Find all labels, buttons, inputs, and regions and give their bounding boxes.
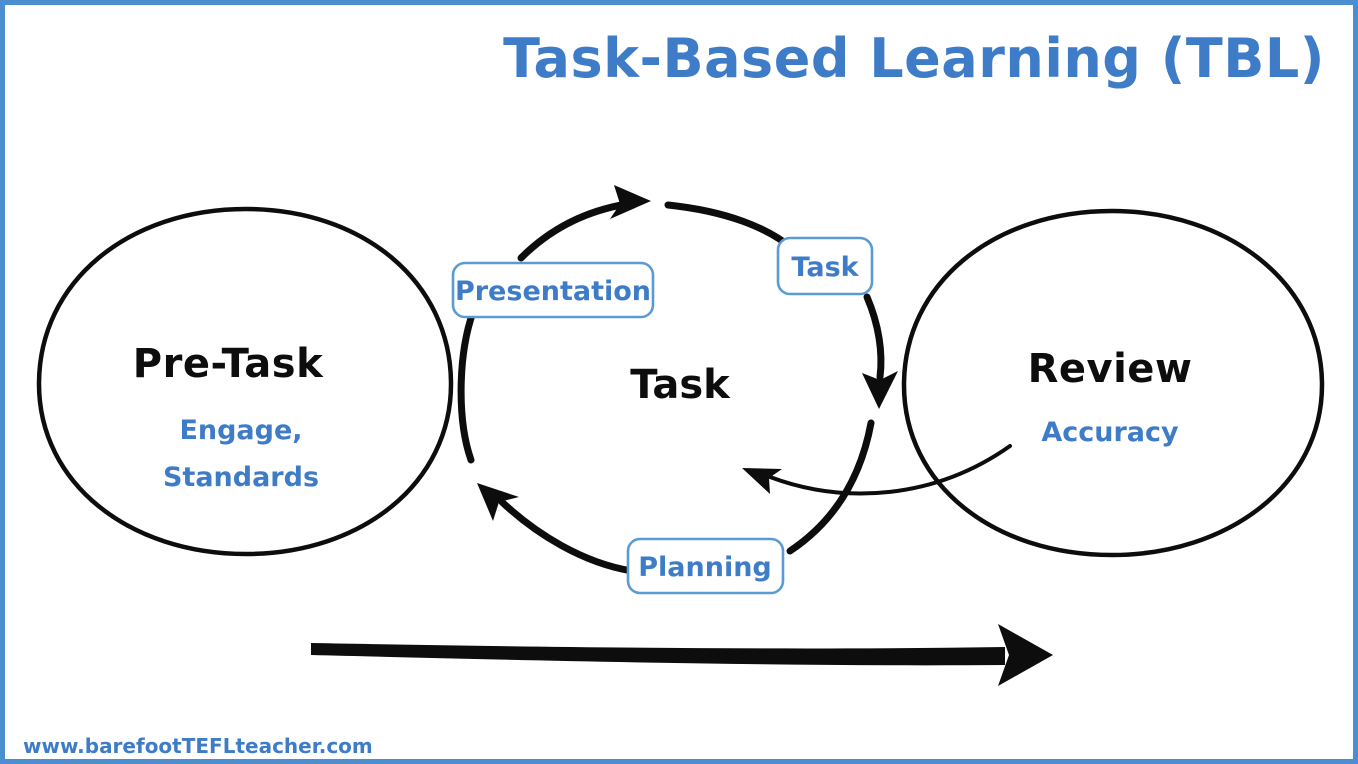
feedback-arc-review-to-task xyxy=(768,444,1012,496)
direction-arrow-head xyxy=(998,624,1053,686)
review-title: Review xyxy=(1028,346,1193,392)
cycle-badge-planning[interactable]: Planning xyxy=(626,537,785,595)
cycle-arc-left-side xyxy=(457,308,477,464)
cycle-badge-task[interactable]: Task xyxy=(776,236,874,296)
direction-arrow-shaft xyxy=(311,643,1005,666)
pre-task-subtitle-line-2: Standards xyxy=(163,462,319,493)
pre-task-title: Pre-Task xyxy=(133,341,324,387)
task-cycle-group: Task xyxy=(457,185,1012,575)
stage-node-review[interactable]: Review Accuracy xyxy=(901,208,1325,558)
cycle-arc-top-to-task-badge xyxy=(664,201,797,253)
cycle-arrowhead-top xyxy=(610,185,651,219)
feedback-arrowhead xyxy=(742,468,782,494)
presentation-badge-label: Presentation xyxy=(455,276,651,307)
task-badge-box xyxy=(776,236,874,296)
cycle-arc-planning-to-presentation xyxy=(498,498,636,575)
site-watermark: www.barefootTEFLteacher.com xyxy=(23,734,373,758)
cycle-arrowhead-right-down xyxy=(862,371,898,409)
cycle-badge-presentation[interactable]: Presentation xyxy=(451,261,655,319)
presentation-badge-box xyxy=(451,261,655,319)
cycle-arc-task-to-planning xyxy=(863,293,885,381)
cycle-arc-down-to-planning xyxy=(786,419,875,555)
stage-node-pre-task[interactable]: Pre-Task Engage, Standards xyxy=(36,206,454,557)
planning-badge-box xyxy=(626,537,785,595)
cycle-arrowhead-left-up xyxy=(477,483,519,521)
review-subtitle-line-1: Accuracy xyxy=(1041,417,1179,448)
page-title: Task-Based Learning (TBL) xyxy=(503,27,1325,90)
review-ellipse xyxy=(901,208,1325,558)
diagram-canvas: Task-Based Learning (TBL) Pre-Task Engag… xyxy=(23,27,1325,758)
pre-task-subtitle-line-1: Engage, xyxy=(179,415,302,446)
pre-task-ellipse xyxy=(36,206,454,557)
cycle-center-label: Task xyxy=(630,362,731,408)
cycle-arc-presentation-to-task xyxy=(517,200,631,262)
planning-badge-label: Planning xyxy=(638,552,772,583)
overall-direction-arrow xyxy=(311,624,1053,686)
task-badge-label: Task xyxy=(791,252,859,283)
